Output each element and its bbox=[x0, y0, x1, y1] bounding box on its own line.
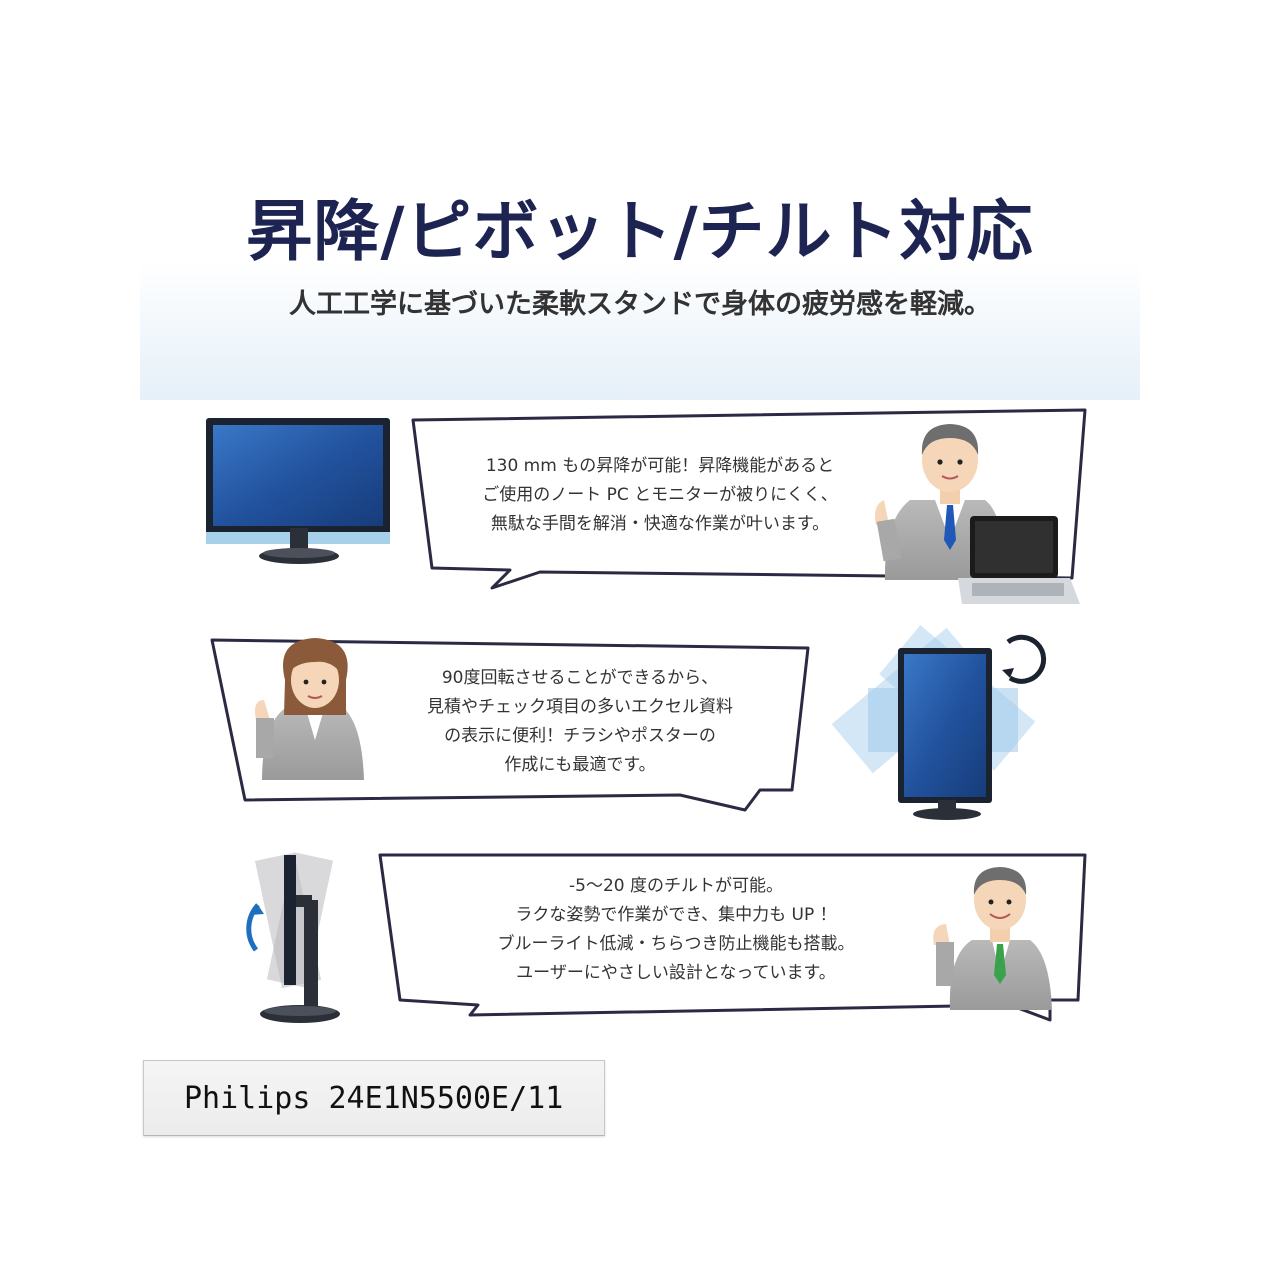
model-label: Philips 24E1N5500E/11 bbox=[184, 1081, 564, 1116]
bubble-3-text: -5～20 度のチルトが可能。 ラクな姿勢で作業ができ、集中力も UP ！ ブル… bbox=[456, 872, 896, 988]
pivot-monitor-icon bbox=[831, 625, 1047, 820]
bubble-2-line: 作成にも最適です。 bbox=[504, 755, 656, 775]
bubble-3-line: -5～20 度のチルトが可能。 bbox=[569, 876, 783, 896]
bubble-1-line: 無駄な手間を解消・快適な作業が叶います。 bbox=[490, 514, 830, 534]
bubble-3-line: ユーザーにやさしい設計となっています。 bbox=[516, 963, 836, 983]
bubble-2-line: の表示に便利！チラシやポスターの bbox=[444, 726, 716, 746]
bubble-1-line: ご使用のノート PC とモニターが被りにくく、 bbox=[482, 485, 838, 505]
bubble-2-text: 90度回転させることができるから、 見積やチェック項目の多いエクセル資料 の表示… bbox=[380, 664, 780, 780]
bubble-2-line: 見積やチェック項目の多いエクセル資料 bbox=[427, 697, 733, 717]
businessman-1-icon bbox=[875, 424, 1080, 604]
tilt-monitor-icon bbox=[246, 852, 340, 1023]
bubble-1-text: 130 mm もの昇降が可能！昇降機能があると ご使用のノート PC とモニター… bbox=[440, 452, 880, 539]
page-subtitle: 人工工学に基づいた柔軟スタンドで身体の疲労感を軽減。 bbox=[289, 289, 991, 320]
bubble-3-line: ブルーライト低減・ちらつき防止機能も搭載。 bbox=[497, 934, 855, 954]
businessman-2-icon bbox=[933, 867, 1052, 1010]
bubble-3-line: ラクな姿勢で作業ができ、集中力も UP ！ bbox=[515, 905, 837, 925]
bubble-2-line: 90度回転させることができるから、 bbox=[441, 668, 719, 688]
businesswoman-icon bbox=[255, 638, 364, 780]
bubble-1-line: 130 mm もの昇降が可能！昇降機能があると bbox=[485, 456, 835, 476]
page-title: 昇降/ピボット/チルト対応 bbox=[246, 193, 1034, 270]
speech-bubble-3 bbox=[378, 853, 1087, 1022]
height-adjust-monitor-icon bbox=[206, 418, 390, 564]
model-label-box: Philips 24E1N5500E/11 bbox=[143, 1060, 605, 1136]
header-background bbox=[140, 150, 1140, 400]
